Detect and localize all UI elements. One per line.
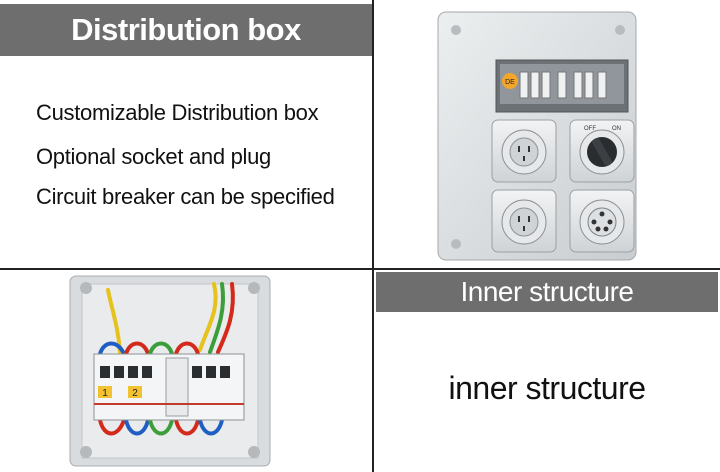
- intro-panel: Distribution box Customizable Distributi…: [0, 0, 374, 270]
- inner-structure-panel: Inner structure inner structure: [374, 270, 720, 472]
- distribution-box-banner: Distribution box: [0, 4, 372, 56]
- svg-text:2: 2: [132, 388, 138, 399]
- svg-text:1: 1: [102, 388, 108, 399]
- breaker-label-1: [98, 386, 112, 398]
- product-photo-panel: DE OFF ON: [374, 0, 720, 270]
- rotary-switch-icon: OFF ON: [579, 126, 625, 175]
- distribution-box-photo: DE OFF ON: [437, 11, 637, 261]
- breaker-label-2: [128, 386, 142, 398]
- inner-structure-banner: Inner structure: [376, 272, 718, 312]
- warning-badge-icon: [502, 73, 518, 89]
- feature-customizable: Customizable Distribution box: [36, 100, 319, 125]
- industrial-socket-icon: [579, 199, 625, 245]
- svg-text:DE: DE: [505, 79, 515, 86]
- socket-outlet-icon: [501, 129, 547, 175]
- feature-socket-plug: Optional socket and plug: [36, 144, 271, 169]
- inner-structure-caption: inner structure: [448, 370, 646, 406]
- inner-photo-panel: 1 2: [0, 270, 374, 472]
- feature-circuit-breaker: Circuit breaker can be specified: [36, 184, 335, 209]
- socket-outlet-icon: [501, 199, 547, 245]
- inner-structure-photo: 1 2: [69, 275, 271, 467]
- svg-text:OFF: OFF: [584, 126, 596, 132]
- svg-text:ON: ON: [612, 126, 621, 132]
